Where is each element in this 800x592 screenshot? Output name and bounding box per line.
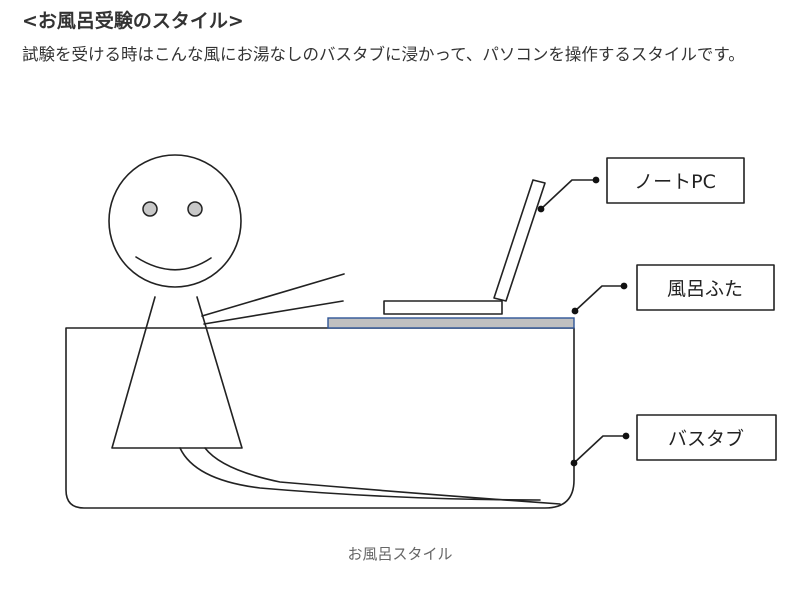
callout-box-lid — [636, 264, 775, 311]
description-text: 試験を受ける時はこんな風にお湯なしのバスタブに浸かって、パソコンを操作するスタイ… — [22, 45, 745, 64]
bathtub-outline — [65, 327, 575, 509]
person-eye-left — [142, 201, 158, 217]
laptop-base — [383, 300, 503, 315]
callout-dot-lid-start — [571, 307, 579, 315]
callout-label-laptop: ノートPC — [634, 171, 716, 193]
callout-line-bathtub — [573, 435, 627, 464]
laptop-screen — [493, 179, 546, 302]
person-leg-lower — [204, 447, 561, 505]
callout-dot-laptop-end — [592, 176, 600, 184]
person-eye-right — [187, 201, 203, 217]
person-leg-upper — [179, 447, 541, 501]
callout-dot-bathtub-end — [622, 432, 630, 440]
person-arm-lower — [203, 300, 344, 325]
callout-label-lid: 風呂ふた — [667, 278, 743, 300]
callout-box-laptop — [606, 157, 745, 204]
bath-lid — [327, 317, 575, 329]
callout-box-bathtub — [636, 414, 777, 461]
person-body — [111, 296, 243, 449]
callout-line-laptop — [540, 179, 597, 210]
callout-dot-laptop-start — [537, 205, 545, 213]
person-smile — [135, 256, 212, 271]
callout-label-bathtub: バスタブ — [668, 427, 744, 450]
callout-dot-bathtub-start — [570, 459, 578, 467]
callout-dot-lid-end — [620, 282, 628, 290]
person-arm-upper — [201, 273, 345, 317]
callout-line-lid — [574, 285, 625, 312]
person-head — [108, 154, 242, 288]
diagram-caption: お風呂スタイル — [347, 545, 453, 563]
section-heading: <お風呂受験のスタイル> — [22, 10, 244, 32]
